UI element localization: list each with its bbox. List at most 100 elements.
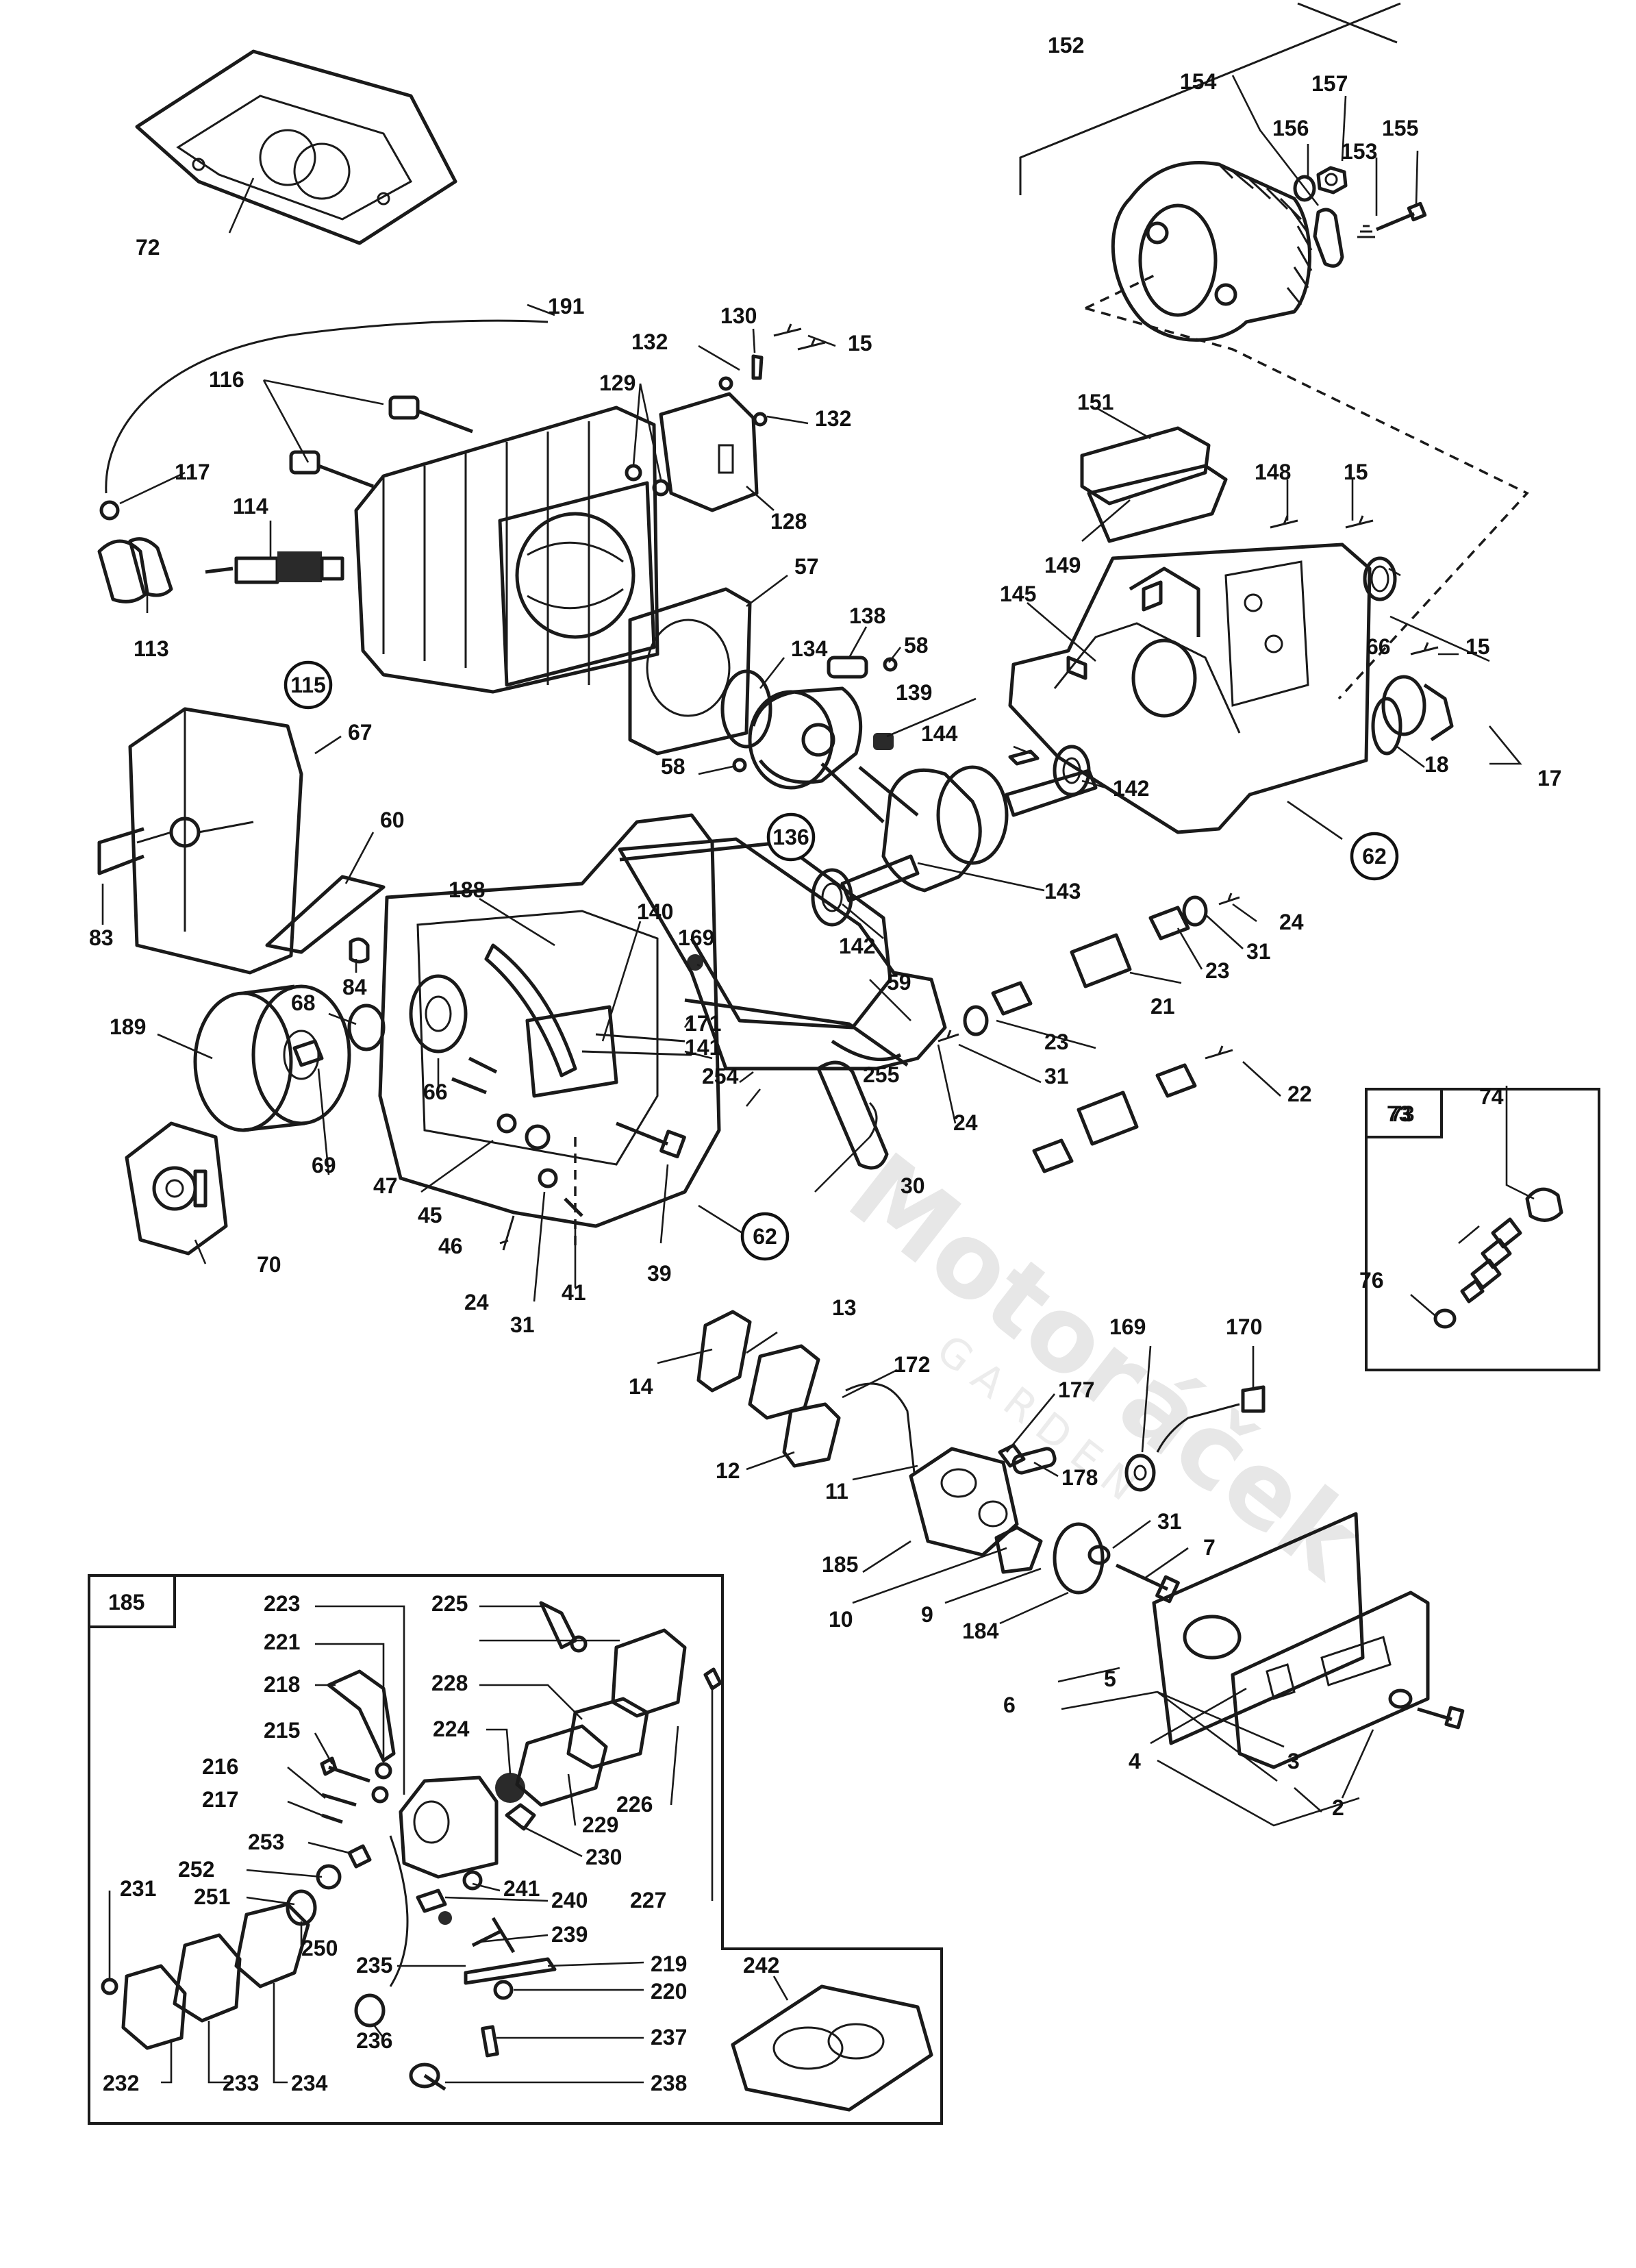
seal-66a (1363, 556, 1397, 601)
screws-215-217 (321, 1765, 370, 1824)
label-15c: 15 (1465, 634, 1490, 659)
label-47: 47 (373, 1173, 398, 1198)
label-46: 46 (438, 1234, 463, 1258)
gasket-57 (628, 587, 752, 756)
label-67: 67 (348, 720, 373, 745)
label-3: 3 (1287, 1749, 1300, 1773)
flywheel-nut (1316, 166, 1348, 195)
detail-73-box-label: 73 (1390, 1101, 1415, 1126)
gasket-kit-72 (135, 49, 457, 245)
label-14: 14 (629, 1374, 653, 1399)
label-73: 73 (1387, 1101, 1411, 1126)
label-134: 134 (791, 636, 828, 661)
label-70: 70 (257, 1252, 281, 1277)
pin-237 (481, 2025, 499, 2058)
label-253: 253 (248, 1830, 284, 1854)
clutch-group (125, 984, 386, 1256)
label-220: 220 (651, 1979, 687, 2004)
label-239: 239 (551, 1922, 588, 1947)
label-114: 114 (233, 494, 268, 519)
line-172 (845, 1382, 916, 1473)
label-241: 241 (503, 1876, 540, 1901)
label-6: 6 (1003, 1693, 1016, 1717)
label-41: 41 (562, 1280, 586, 1305)
label-140: 140 (637, 899, 673, 924)
label-234: 234 (291, 2071, 328, 2095)
label-189: 189 (110, 1014, 146, 1039)
clutch-drum-189 (193, 984, 351, 1132)
label-15b: 15 (1344, 460, 1368, 484)
plate-6 (1152, 1512, 1365, 1745)
rubber-mount-151 (1142, 580, 1163, 612)
label-139: 139 (896, 680, 932, 705)
label-170: 170 (1226, 1314, 1262, 1339)
parts-219-220 (464, 1957, 557, 1985)
label-31c: 31 (510, 1312, 535, 1337)
label-5: 5 (1104, 1667, 1116, 1691)
label-72: 72 (136, 235, 160, 260)
plate-149 (1087, 464, 1228, 543)
label-171: 171 (685, 1011, 721, 1036)
label-153: 153 (1341, 139, 1377, 164)
cylinder (354, 406, 659, 694)
label-236: 236 (356, 2028, 392, 2053)
washer-31c (538, 1168, 558, 1188)
washer-31d (1087, 1545, 1111, 1565)
label-69: 69 (312, 1153, 336, 1177)
flywheel-group (1019, 2, 1529, 700)
screws-148-15b (1270, 515, 1374, 529)
label-2: 2 (1332, 1795, 1344, 1820)
label-188: 188 (449, 877, 485, 902)
label-4: 4 (1129, 1749, 1141, 1773)
label-58a: 58 (904, 633, 929, 658)
label-132a: 132 (631, 329, 668, 354)
oring-18 (1371, 697, 1402, 756)
label-23b: 23 (1044, 1030, 1069, 1054)
carburetor-11 (909, 1447, 1019, 1557)
part-labels: 152 154 157 156 153 155 72 191 130 132 1… (89, 33, 1562, 2095)
label-45: 45 (418, 1203, 442, 1228)
cable-191 (105, 319, 549, 494)
label-240: 240 (551, 1888, 588, 1912)
circled-label-136: 136 (772, 825, 809, 849)
label-169b: 169 (1109, 1314, 1146, 1339)
part-230 (505, 1803, 536, 1831)
crankshaft (820, 762, 1098, 903)
circled-labels: 115 136 62 62 (284, 660, 1399, 1261)
pawl (1313, 208, 1344, 268)
label-66a: 66 (1366, 634, 1391, 659)
part-239 (471, 1917, 516, 1954)
clip-130 (751, 354, 764, 380)
label-178: 178 (1061, 1465, 1098, 1490)
clutch-70 (125, 1121, 228, 1256)
label-226: 226 (616, 1792, 653, 1817)
fuel-filter-30 (816, 1060, 889, 1170)
screws-15a (773, 323, 826, 351)
piston-pin (827, 656, 868, 679)
label-142a: 142 (1113, 776, 1149, 801)
screw-24c (499, 1215, 515, 1251)
label-141: 141 (685, 1035, 721, 1060)
label-177: 177 (1058, 1378, 1094, 1402)
label-30: 30 (901, 1173, 925, 1198)
label-233: 233 (223, 2071, 259, 2095)
gasket-59 (618, 837, 947, 1071)
label-148: 148 (1255, 460, 1291, 484)
label-23a: 23 (1205, 958, 1230, 983)
piston-crank (628, 587, 1098, 927)
grommet-169b (1124, 1454, 1156, 1492)
label-24a: 24 (1279, 910, 1304, 934)
spark-plug (205, 551, 344, 584)
pins-47 (451, 1056, 498, 1095)
label-7: 7 (1203, 1535, 1216, 1560)
label-237: 237 (651, 2025, 687, 2049)
plug-boot (97, 500, 173, 603)
choke-rod-170 (1156, 1385, 1266, 1453)
label-113: 113 (134, 636, 169, 661)
muffler-shield (659, 392, 759, 512)
screw-24b (937, 1030, 959, 1043)
needle-bearing (873, 733, 894, 750)
washer-31a (1182, 895, 1208, 927)
screw-24a (1218, 893, 1240, 906)
part-178 (1011, 1447, 1057, 1475)
